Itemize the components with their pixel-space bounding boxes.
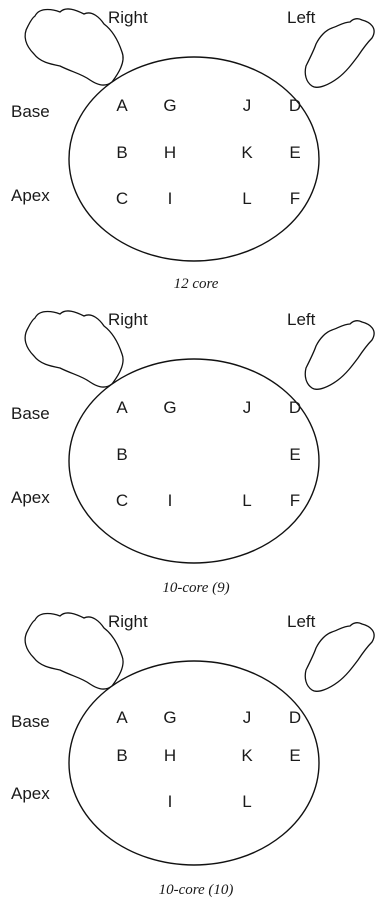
core-cell: B [116, 445, 128, 464]
core-cell: J [242, 96, 252, 115]
core-cell: J [242, 398, 252, 417]
core-cell: K [241, 143, 253, 162]
base-label: Base [11, 404, 50, 423]
right-label: Right [108, 612, 148, 631]
left-seminal-vesicle [304, 622, 375, 692]
prostate-diagram-12-core: Right Left Base Apex A G J D B H K E C I… [0, 0, 392, 303]
core-cell: H [163, 143, 177, 162]
prostate-ellipse [68, 56, 320, 262]
core-cell: L [242, 189, 252, 208]
diagram-caption: 12 core [173, 276, 219, 292]
core-cell: A [116, 96, 128, 115]
prostate-diagram-10-core-10: Right Left Base Apex A G J D B H K E I L… [0, 604, 392, 907]
core-cell: C [115, 189, 129, 208]
core-cell: D [288, 398, 302, 417]
core-cell: D [288, 96, 302, 115]
core-cell: J [242, 708, 252, 727]
left-label: Left [287, 310, 316, 329]
diagram-caption: 10-core (10) [158, 882, 234, 898]
apex-label: Apex [11, 488, 50, 507]
apex-label: Apex [11, 784, 50, 803]
diagram-caption: 10-core (9) [162, 580, 230, 596]
left-label: Left [287, 612, 316, 631]
right-label: Right [108, 8, 148, 27]
core-cell: D [288, 708, 302, 727]
core-cell: E [289, 746, 301, 765]
core-cell: B [116, 746, 128, 765]
prostate-outline [24, 8, 375, 262]
prostate-ellipse [68, 358, 320, 564]
core-cell: A [116, 708, 128, 727]
core-cell: E [289, 143, 301, 162]
core-cell: H [163, 746, 177, 765]
core-cell: G [163, 96, 177, 115]
core-cell: G [163, 708, 177, 727]
base-label: Base [11, 102, 50, 121]
prostate-diagram-10-core-9: Right Left Base Apex A G J D B E C I L F… [0, 302, 392, 605]
apex-label: Apex [11, 186, 50, 205]
core-cell: I [167, 792, 173, 811]
right-label: Right [108, 310, 148, 329]
core-cell: G [163, 398, 177, 417]
left-seminal-vesicle [304, 18, 375, 88]
left-seminal-vesicle [304, 320, 375, 390]
prostate-outline [24, 310, 375, 564]
base-label: Base [11, 712, 50, 731]
core-cell: I [167, 491, 173, 510]
prostate-ellipse [68, 660, 320, 866]
core-cell: L [242, 792, 252, 811]
core-cell: K [241, 746, 253, 765]
core-cell: I [167, 189, 173, 208]
core-cell: L [242, 491, 252, 510]
prostate-outline [24, 612, 375, 866]
core-cell: B [116, 143, 128, 162]
left-label: Left [287, 8, 316, 27]
core-cell: A [116, 398, 128, 417]
core-cell: C [115, 491, 129, 510]
core-cell: F [289, 189, 301, 208]
core-cell: E [289, 445, 301, 464]
core-cell: F [289, 491, 301, 510]
